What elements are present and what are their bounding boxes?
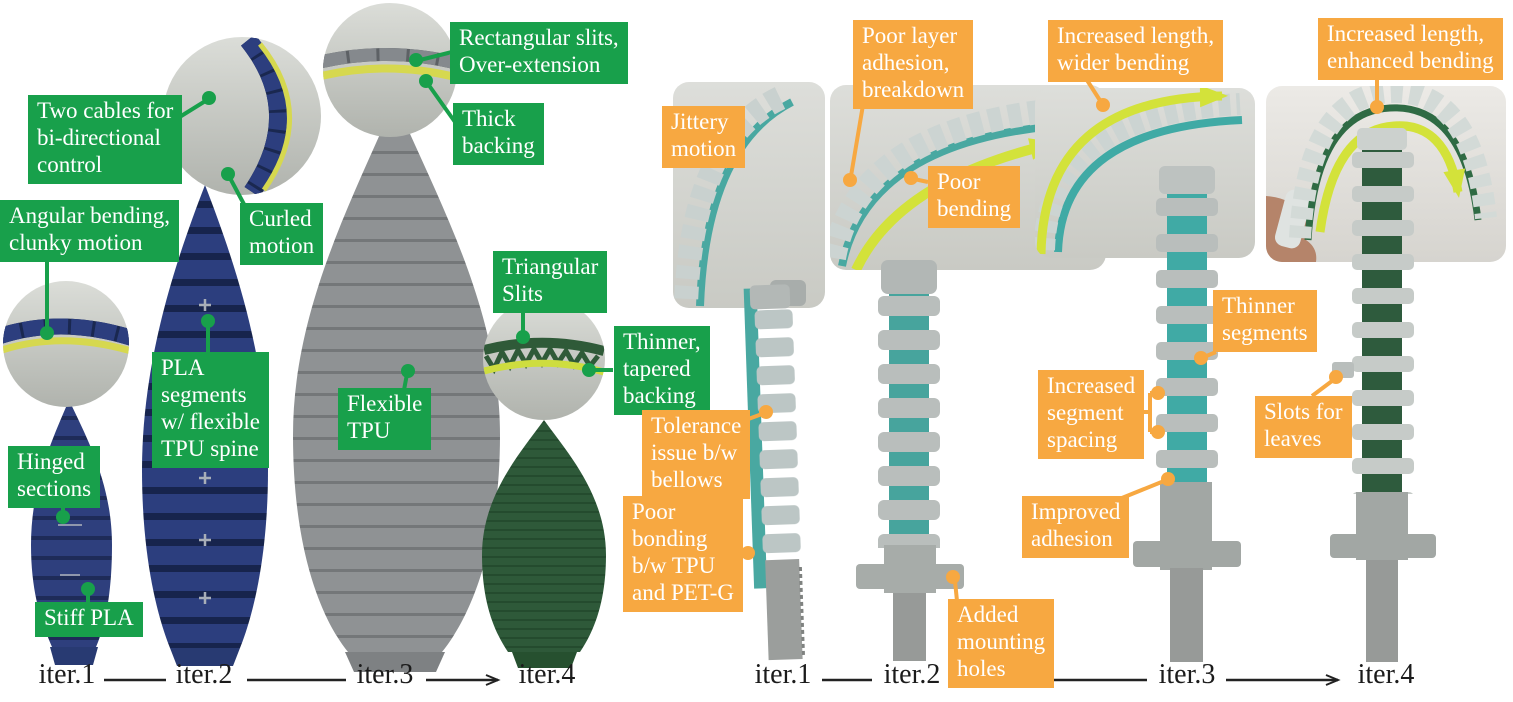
annotation-flexible-tpu: Flexible TPU	[338, 388, 432, 450]
annotation-increased-enhanced: Increased length, enhanced bending	[1318, 18, 1503, 80]
annotation-poor-bending: Poor bending	[928, 166, 1021, 228]
annotation-poor-bonding: Poor bonding b/w TPU and PET-G	[623, 496, 744, 612]
stem-iter3	[1133, 166, 1241, 662]
left-iteration-3: iter.3	[356, 659, 414, 690]
annotation-thinner-segments: Thinner segments	[1213, 290, 1317, 352]
annotation-thinner-backing: Thinner, tapered backing	[614, 326, 710, 415]
annotation-triangular-slits: Triangular Slits	[493, 251, 608, 313]
left-iteration-4: iter.4	[518, 659, 576, 690]
stem-iter2	[856, 260, 964, 661]
annotation-jittery-motion: Jittery motion	[662, 106, 746, 168]
stem-iter4	[1330, 128, 1436, 662]
leaf-iter3	[293, 100, 500, 672]
photo-inset-iter3	[1035, 88, 1255, 258]
annotation-segment-spacing: Increased segment spacing	[1038, 370, 1145, 459]
right-iteration-1: iter.1	[754, 659, 812, 690]
right-iteration-3: iter.3	[1158, 659, 1216, 690]
green-connector-dots	[40, 53, 596, 596]
right-iteration-4: iter.4	[1357, 659, 1415, 690]
zoom-circle-iter4	[483, 298, 605, 420]
zoom-circle-iter3	[323, 3, 457, 137]
annotation-curled-motion: Curled motion	[240, 203, 324, 265]
stem-iter1	[743, 284, 806, 661]
annotation-poor-layer: Poor layer adhesion, breakdown	[853, 20, 974, 109]
left-iteration-2: iter.2	[175, 659, 233, 690]
annotation-added-mounting: Added mounting holes	[948, 599, 1055, 688]
zoom-circle-iter2	[163, 37, 321, 195]
annotation-rect-slits: Rectangular slits, Over-extension	[450, 22, 628, 84]
annotation-two-cables: Two cables for bi-directional control	[28, 95, 183, 184]
annotation-improved-adhesion: Improved adhesion	[1022, 496, 1130, 558]
annotation-increased-wider: Increased length, wider bending	[1048, 20, 1224, 82]
annotation-tolerance-issue: Tolerance issue b/w bellows	[642, 410, 751, 499]
left-iteration-1: iter.1	[38, 659, 96, 690]
right-iteration-2: iter.2	[883, 659, 941, 690]
annotation-hinged-sections: Hinged sections	[8, 446, 101, 508]
annotation-pla-segments: PLA segments w/ flexible TPU spine	[152, 352, 269, 468]
annotation-thick-backing: Thick backing	[453, 103, 544, 165]
leaf-iter4	[482, 420, 606, 668]
annotation-stiff-pla: Stiff PLA	[35, 602, 143, 637]
annotation-angular-bending: Angular bending, clunky motion	[0, 200, 179, 262]
annotation-slots-for-leaves: Slots for leaves	[1255, 396, 1352, 458]
zoom-circle-iter1	[3, 281, 129, 407]
